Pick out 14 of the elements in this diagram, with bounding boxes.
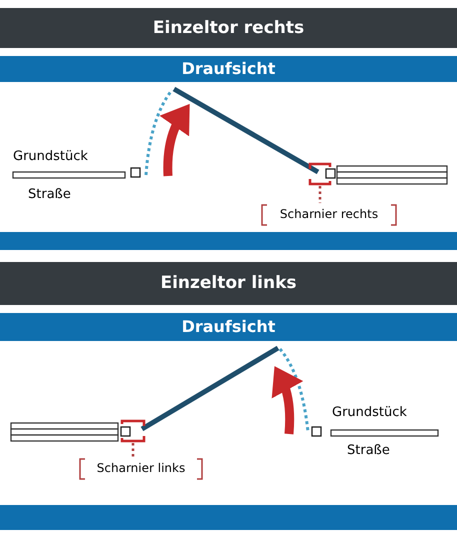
area-label: Straße: [347, 443, 390, 458]
hinge-bracket: [308, 162, 332, 186]
view-heading: Draufsicht: [0, 313, 457, 341]
area-label: Straße: [28, 187, 71, 202]
callout-label: Scharnier rechts: [272, 207, 386, 221]
area-label: Grundstück: [332, 405, 407, 420]
leader-line: [318, 186, 322, 203]
area-label: Grundstück: [13, 149, 88, 164]
leader-line: [132, 443, 134, 457]
view-heading: Draufsicht: [0, 56, 457, 82]
hinge-bracket: [120, 420, 146, 442]
callout-label: Scharnier links: [90, 461, 192, 475]
section-title: Einzeltor rechts: [0, 8, 457, 48]
section-title: Einzeltor links: [0, 262, 457, 305]
